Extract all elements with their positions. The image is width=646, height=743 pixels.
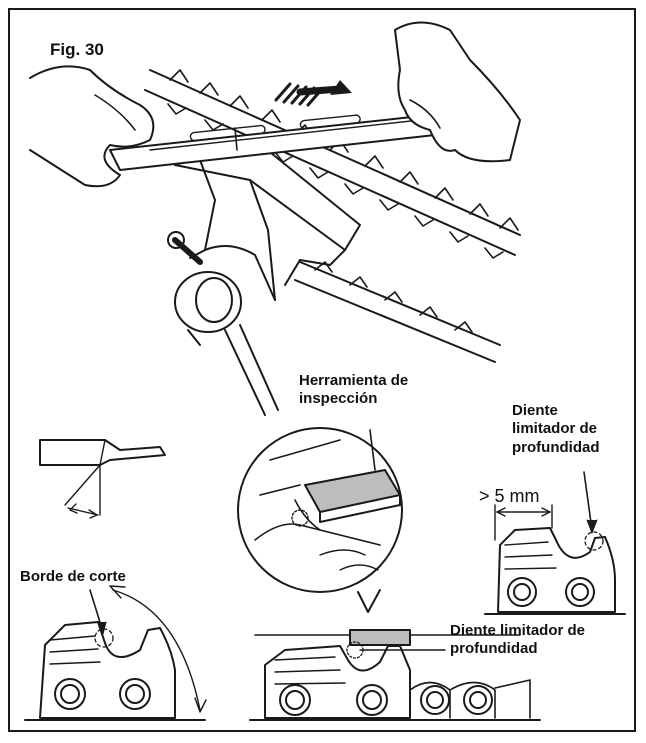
motion-arrow-icon — [274, 80, 352, 107]
figure-title: Fig. 30 — [50, 40, 104, 59]
inspection-tool-label-line1: Herramienta de — [299, 372, 409, 389]
depth-limiter-right-line3: profundidad — [512, 438, 600, 456]
depth-limiter-right-line2: limitador de — [512, 420, 598, 438]
depth-limiter-label-bottom: Diente limitador de profundidad — [450, 622, 585, 659]
chain-bottom — [249, 629, 541, 721]
cutter-tooth-left — [24, 585, 207, 721]
depth-limiter-bottom-line2: profundidad — [450, 640, 538, 658]
depth-limiter-bottom-line1: Diente limitador de — [450, 622, 586, 639]
inspection-tool-label-line2: inspección — [299, 390, 378, 408]
inspection-tool-top — [109, 114, 436, 171]
cutting-edge-label: Borde de corte — [20, 568, 126, 585]
depth-limiter-label-right: Diente limitador de profundidad — [512, 402, 599, 457]
cutter-tooth-right — [484, 471, 626, 615]
inspection-tool-label: Herramienta de inspección — [299, 372, 408, 409]
depth-limiter-right-line1: Diente — [512, 402, 558, 419]
magnifier-inset — [237, 427, 403, 613]
cutter-side-view — [39, 439, 166, 519]
hands — [29, 21, 521, 188]
depth-gap-label: > 5 mm — [479, 486, 540, 506]
